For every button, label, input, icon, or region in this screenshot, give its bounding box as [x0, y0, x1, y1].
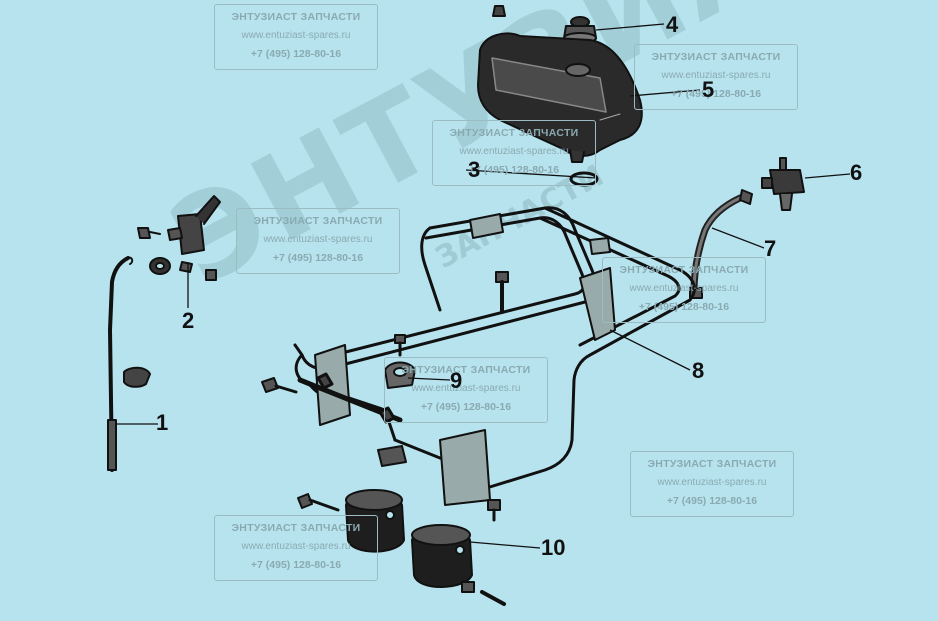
control-cable: [107, 256, 151, 472]
part-number-4: 4: [666, 12, 679, 37]
part-number-9: 9: [450, 368, 463, 393]
fuel-hose: [689, 189, 753, 299]
fuel-tap: [137, 195, 221, 281]
part-number-3: 3: [468, 157, 481, 182]
pipe-clamp: [384, 361, 416, 389]
part-number-5: 5: [702, 77, 715, 102]
tank-frame: [293, 206, 696, 506]
fuel-tank: [477, 32, 643, 163]
fuel-valve: [761, 157, 805, 211]
part-number-2: 2: [182, 308, 195, 333]
part-number-7: 7: [764, 236, 777, 261]
fuel-cap: [492, 5, 597, 44]
part-number-10: 10: [541, 535, 566, 560]
center-bolts: [261, 271, 509, 467]
part-number-8: 8: [692, 358, 705, 383]
part-number-1: 1: [156, 410, 169, 435]
rubber-mounts: [297, 489, 506, 606]
part-number-6: 6: [850, 160, 863, 185]
